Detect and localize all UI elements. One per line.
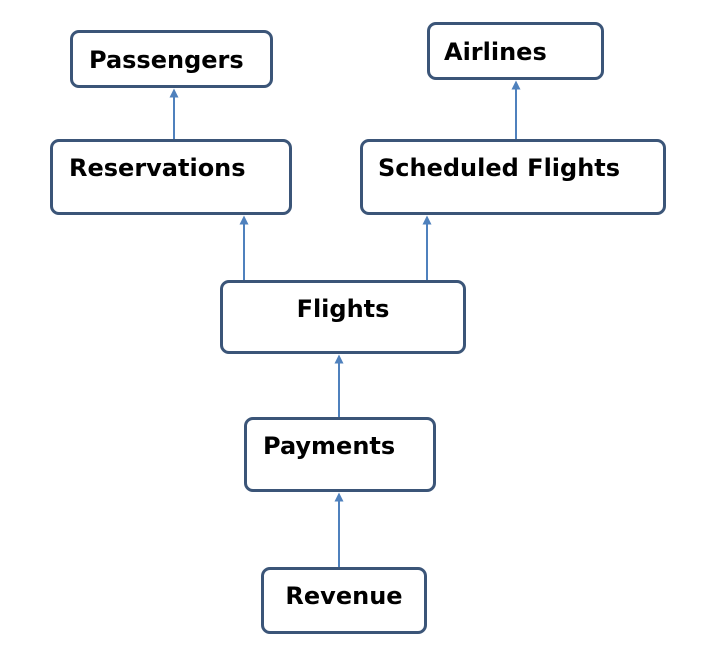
- node-airlines: Airlines: [427, 22, 604, 80]
- node-label: Flights: [296, 295, 390, 323]
- node-label: Scheduled Flights: [378, 154, 621, 182]
- node-label: Airlines: [444, 38, 547, 66]
- node-reservations: Reservations: [50, 139, 292, 215]
- node-label: Revenue: [285, 582, 403, 610]
- node-passengers: Passengers: [70, 30, 273, 88]
- node-scheduled-flights: Scheduled Flights: [360, 139, 666, 215]
- node-label: Reservations: [69, 154, 246, 182]
- node-label: Payments: [263, 432, 396, 460]
- node-revenue: Revenue: [261, 567, 427, 634]
- node-payments: Payments: [244, 417, 436, 492]
- node-label: Passengers: [89, 46, 244, 74]
- node-flights: Flights: [220, 280, 466, 354]
